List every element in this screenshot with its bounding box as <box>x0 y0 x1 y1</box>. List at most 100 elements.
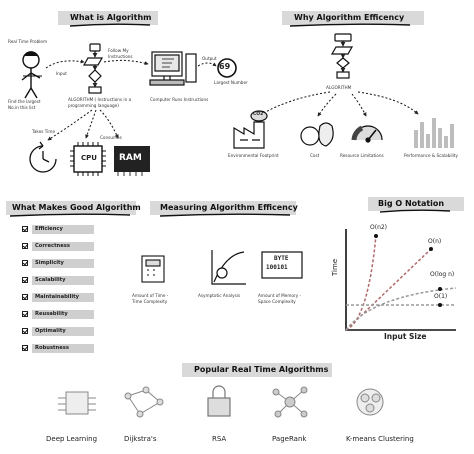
output-label: Output <box>202 56 217 61</box>
curve-o-n <box>345 249 431 331</box>
byte-value: 100101 <box>266 264 288 271</box>
memory-byte-icon <box>261 251 303 279</box>
dijkstra-graph-icon <box>124 386 164 418</box>
criterion-row: Reusability <box>22 309 94 319</box>
algo-kmeans: K-means Clustering <box>346 435 414 443</box>
computer-icon <box>149 51 197 86</box>
space-complexity-label-1: Amount of Memory - <box>258 293 302 298</box>
algo-dijkstra: Dijkstra's <box>124 435 157 443</box>
curve-point-o-1 <box>438 303 442 307</box>
curve-label-o-n2: O(n2) <box>370 224 388 231</box>
criterion-label: Efficiency <box>32 224 94 234</box>
consumes-label: Consumes <box>100 135 122 140</box>
title-chip-what <box>58 11 158 25</box>
ram-module-icon <box>114 146 150 172</box>
performance-bars-icon <box>414 118 454 148</box>
check-icon <box>22 260 28 266</box>
check-icon <box>22 345 28 351</box>
bigo-y-label: Time <box>331 258 339 276</box>
pagerank-network-icon <box>272 386 308 418</box>
criterion-row: Scalability <box>22 275 94 285</box>
kmeans-cluster-icon <box>356 388 384 416</box>
why-efficiency-title: Why Algorithm Efficency <box>294 13 405 22</box>
criterion-label: Optimality <box>32 326 94 336</box>
largest-number-badge <box>217 58 237 78</box>
input-label: Input <box>56 71 67 76</box>
curve-point-o-log-n <box>438 287 442 291</box>
curve-label-o-n: O(n) <box>428 238 442 245</box>
find-largest-label-1: Find the largest <box>8 99 41 104</box>
real-time-problem-label: Real Time Problem <box>8 39 48 44</box>
takes-time-label: Takes Time <box>32 129 56 134</box>
largest-number-label: Largest Number <box>214 80 248 85</box>
title-chip-bigo <box>368 197 464 211</box>
space-complexity-label-2: Space Complexity <box>258 299 296 304</box>
curve-o-n2 <box>345 234 377 331</box>
computer-runs-label: Computer Runs Instructions <box>150 97 209 102</box>
why-flowchart-icon <box>330 33 354 79</box>
flowchart-icon <box>82 43 104 94</box>
follow-label-2: Instructions <box>108 54 133 59</box>
clock-icon <box>29 141 57 173</box>
criterion-row: Correctness <box>22 241 94 251</box>
check-icon <box>22 294 28 300</box>
asymptotic-label: Asymptotic Analysis <box>198 293 241 298</box>
what-is-algorithm-title: What is Algorithm <box>70 13 152 22</box>
criterion-row: Efficiency <box>22 224 94 234</box>
big-o-title: Big O Notation <box>378 199 445 208</box>
algo-pagerank: PageRank <box>272 435 307 443</box>
curve-point-o-n2 <box>374 234 378 238</box>
title-chip-measure <box>150 201 296 215</box>
criterion-label: Robustness <box>32 343 94 353</box>
algorithm-label-2: programming language) <box>68 103 119 108</box>
ram-label: RAM <box>119 153 142 163</box>
bigo-curves <box>345 234 457 331</box>
time-complexity-label-1: Amount of Time - <box>132 293 169 298</box>
curve-label-o-1: O(1) <box>434 293 448 300</box>
check-icon <box>22 277 28 283</box>
criterion-label: Correctness <box>32 241 94 251</box>
curve-o-log-n <box>345 287 457 331</box>
asymptotic-graph-icon <box>211 250 246 285</box>
title-chip-why <box>282 11 424 25</box>
money-bag-icon <box>300 122 334 147</box>
impact-environment: Environmental Footprint <box>228 153 279 158</box>
criterion-label: Maintainability <box>32 292 94 302</box>
rsa-lock-icon <box>207 385 231 417</box>
impact-resources: Resource Limitations <box>340 153 384 158</box>
largest-number-value: 69 <box>219 62 231 71</box>
algo-rsa: RSA <box>212 435 227 443</box>
deep-learning-circuit-icon <box>58 391 96 415</box>
time-complexity-label-2: Time Complexity <box>132 299 168 304</box>
algorithm-label-1: ALGORITHM ( Instructions in a <box>68 97 132 102</box>
impact-cost: Cost <box>310 153 320 158</box>
criterion-row: Optimality <box>22 326 94 336</box>
co2-label: CO2 <box>253 112 264 117</box>
bigo-x-label: Input Size <box>384 332 427 341</box>
popular-algorithms-title: Popular Real Time Algorithms <box>194 365 329 374</box>
check-icon <box>22 243 28 249</box>
find-largest-label-2: No.in this list <box>8 105 36 110</box>
algo-deep-learning: Deep Learning <box>46 435 98 443</box>
impact-performance: Performance & Scalability <box>404 153 458 158</box>
check-icon <box>22 311 28 317</box>
check-icon <box>22 328 28 334</box>
title-chip-popular <box>182 363 332 377</box>
criterion-row: Simplicity <box>22 258 94 268</box>
factory-icon <box>233 110 268 149</box>
title-chip-good <box>6 201 136 215</box>
follow-label-1: Follow My <box>108 48 129 53</box>
cpu-label: CPU <box>81 154 97 162</box>
time-calculator-icon <box>141 255 165 283</box>
measuring-title: Measuring Algorithm Efficency <box>160 203 298 212</box>
criterion-label: Scalability <box>32 275 94 285</box>
criterion-row: Robustness <box>22 343 94 353</box>
curve-label-o-log-n: O(log n) <box>430 271 455 278</box>
why-algorithm-label: ALGORITHM <box>326 85 352 90</box>
check-icon <box>22 226 28 232</box>
good-algorithm-title: What Makes Good Algorithm <box>12 203 141 212</box>
criterion-row: Maintainability <box>22 292 94 302</box>
cpu-chip-icon <box>70 142 106 176</box>
byte-label: BYTE <box>274 255 289 262</box>
